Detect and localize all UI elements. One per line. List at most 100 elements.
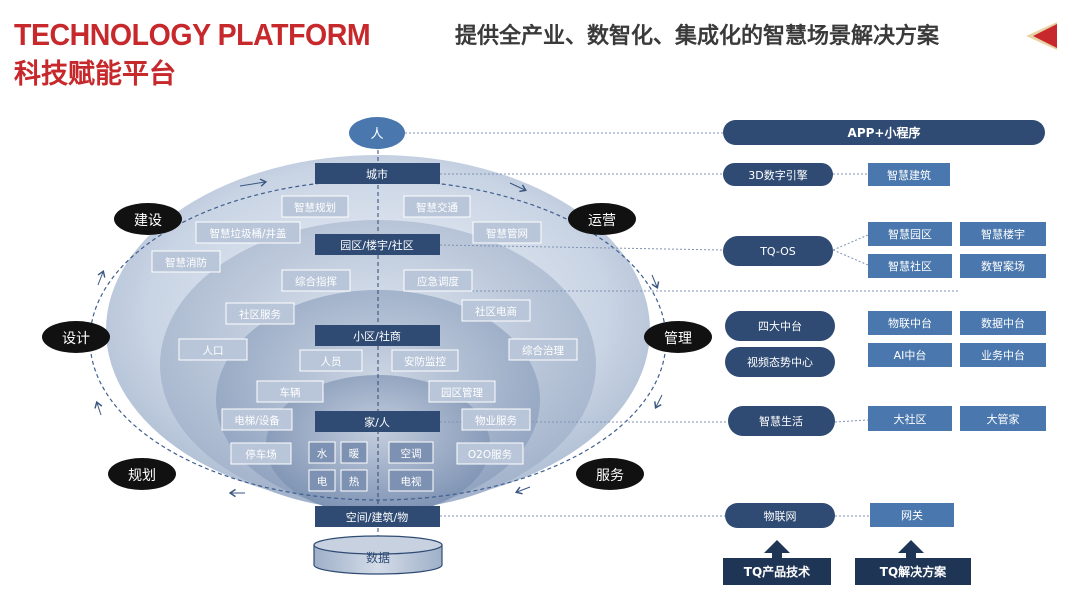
person-node: 人 [349,117,405,149]
tq-solution: TQ解决方案 [855,558,971,585]
label-smart-tower: 智慧楼宇 [981,227,1025,241]
header-subtitle: 提供全产业、数智化、集成化的智慧场景解决方案 [455,24,940,49]
header-title-en: TECHNOLOGY PLATFORM [14,17,371,52]
label-big-community: 大社区 [894,412,927,426]
label-emergency: 应急调度 [417,275,459,288]
tag-electricity [308,469,336,492]
tag-heat [340,469,368,492]
svg-text:TQ解决方案: TQ解决方案 [880,564,947,579]
data-cylinder: 数据 [313,535,443,575]
tag-data-platform [960,311,1046,335]
tag-tv [388,469,434,492]
svg-text:智慧生活: 智慧生活 [759,414,803,428]
svg-text:物联网: 物联网 [764,509,797,523]
tq-product-tech: TQ产品技术 [723,558,831,585]
platform-app: APP+小程序 [723,120,1045,145]
cycle-arrow [97,269,106,286]
cycle-build: 建设 [114,203,182,235]
label-iot-platform: 物联中台 [888,316,932,330]
tag-digital-sales [960,254,1046,278]
label-smart-pipe: 智慧管网 [486,227,528,240]
layer-bar-city: 城市 [315,163,440,184]
cycle-service: 服务 [576,458,644,490]
tag-population [178,338,248,361]
svg-text:家/人: 家/人 [364,415,390,429]
label-ai-platform: AI中台 [894,348,927,362]
tag-smart-tower [960,222,1046,246]
svg-text:TQ-OS: TQ-OS [759,245,796,258]
tag-big-community [868,406,952,431]
label-smart-building: 智慧建筑 [887,168,931,182]
layer-bar-community: 小区/社商 [315,325,440,346]
label-butler: 大管家 [987,412,1020,426]
label-smart-planning: 智慧规划 [294,201,336,214]
svg-text:城市: 城市 [366,167,388,181]
tag-o2o [456,442,524,465]
label-electricity: 电 [317,475,328,488]
tag-vehicle [256,380,324,403]
label-heat: 热 [349,475,360,488]
platform-3d-engine: 3D数字引擎 [723,163,833,186]
tag-smart-traffic [403,195,471,218]
label-tv: 电视 [401,475,422,488]
tag-smart-building [868,163,950,186]
cycle-arrow [651,274,660,290]
label-data-platform: 数据中台 [981,316,1025,330]
label-digital-sales: 数智案场 [981,259,1025,273]
feature-tags [151,195,578,465]
cycle-design: 设计 [42,321,110,353]
tag-smart-park [868,222,952,246]
tag-elevator [221,408,293,431]
tag-smart-community [868,254,952,278]
up-arrow-icon [764,540,790,558]
tag-smart-waste [195,221,301,244]
label-heating: 暖 [349,447,360,460]
header-title-cn: 科技赋能平台 [14,59,176,90]
layer-bar-space: 空间/建筑/物 [315,506,440,527]
tag-command [281,269,351,292]
tag-smart-pipe [472,221,542,244]
svg-text:四大中台: 四大中台 [758,319,802,333]
header-arrow-icon [1026,22,1057,50]
tag-iot-platform [868,311,952,335]
tag-aircon [388,441,434,464]
label-elevator: 电梯/设备 [234,414,280,427]
cycle-plan: 规划 [108,458,176,490]
tag-butler [960,406,1046,431]
cycle-arrow [654,394,663,409]
svg-text:小区/社商: 小区/社商 [353,329,401,343]
cycle-operate: 运营 [568,203,636,235]
svg-text:管理: 管理 [664,331,692,347]
label-community-service: 社区服务 [239,308,281,321]
tag-heating [340,441,368,464]
label-community-ecommerce: 社区电商 [475,305,517,318]
platform-video-center: 视频态势中心 [725,347,835,377]
layer-bar-park: 园区/楼宇/社区 [315,234,440,255]
label-gateway: 网关 [901,508,923,522]
svg-text:空间/建筑/物: 空间/建筑/物 [346,510,408,524]
label-smart-fire: 智慧消防 [165,256,207,269]
label-property: 物业服务 [475,414,517,427]
label-smart-community: 智慧社区 [888,259,932,273]
label-command: 综合指挥 [295,275,337,288]
svg-text:3D数字引擎: 3D数字引擎 [748,168,807,182]
label-parking: 停车场 [245,448,277,461]
label-vehicle: 车辆 [280,386,301,399]
utility-tags [308,441,434,492]
tag-gateway [870,503,954,527]
label-o2o: O2O服务 [468,448,513,461]
platform-iot: 物联网 [725,503,835,528]
platform-tqos: TQ-OS [723,236,833,266]
platform-four-platforms: 四大中台 [725,311,835,341]
cycle-manage: 管理 [644,321,712,353]
svg-text:建设: 建设 [134,213,162,229]
up-arrow-icon [898,540,924,558]
tag-water [308,441,336,464]
data-label: 数据 [366,550,390,565]
cycle-arrow [239,178,268,187]
label-water: 水 [317,448,328,460]
cycle-arrow [94,400,103,416]
label-smart-waste: 智慧垃圾桶/井盖 [209,227,287,240]
person-label: 人 [370,127,383,142]
platform-tags [868,163,1046,527]
